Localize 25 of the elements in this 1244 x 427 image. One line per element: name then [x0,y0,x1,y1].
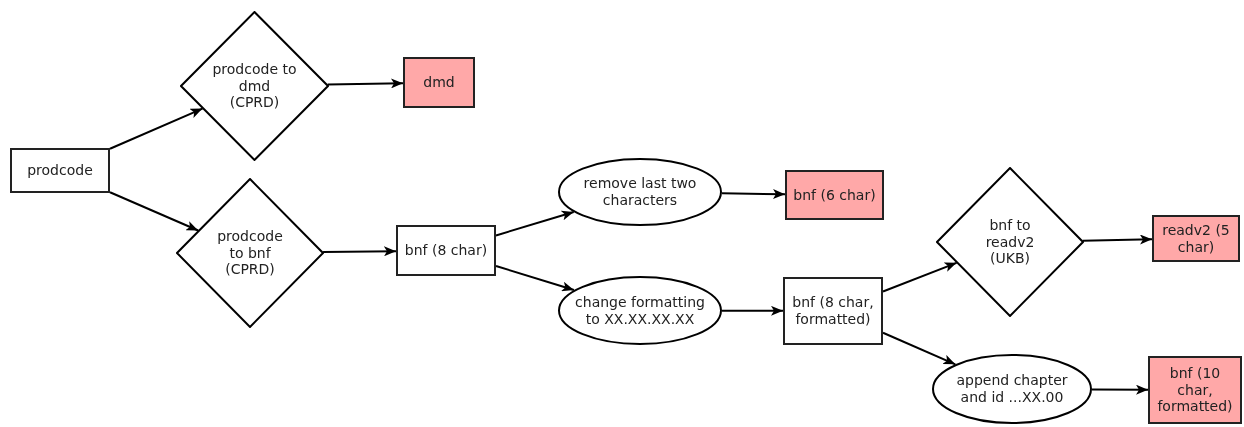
arrow [322,246,397,257]
node-label: remove last two characters [582,175,698,209]
node-label: append chapter and id ...XX.00 [955,372,1069,406]
arrow [882,331,957,366]
node-label: prodcode to bnf (CPRD) [216,227,284,279]
arrow [882,261,958,293]
node-label: change formatting to XX.XX.XX.XX [574,293,706,328]
arrow [1081,234,1153,245]
process-box: prodcode [10,148,110,193]
arrow [720,189,786,200]
process-box: bnf (8 char, formatted) [783,277,883,345]
arrow [1091,384,1149,395]
arrow [109,107,204,150]
node-label: bnf to readv2 (UKB) [984,216,1036,268]
process-box: bnf (8 char) [396,225,496,276]
arrow [326,78,404,89]
arrow [495,210,575,237]
output-box: bnf (6 char) [785,170,884,220]
node-label: prodcode to dmd (CPRD) [212,60,297,112]
output-box: bnf (10 char, formatted) [1148,356,1242,424]
output-box: readv2 (5 char) [1152,215,1240,262]
arrow [721,305,784,316]
output-box: dmd [403,57,475,108]
arrow [495,264,575,292]
arrow [109,191,200,232]
